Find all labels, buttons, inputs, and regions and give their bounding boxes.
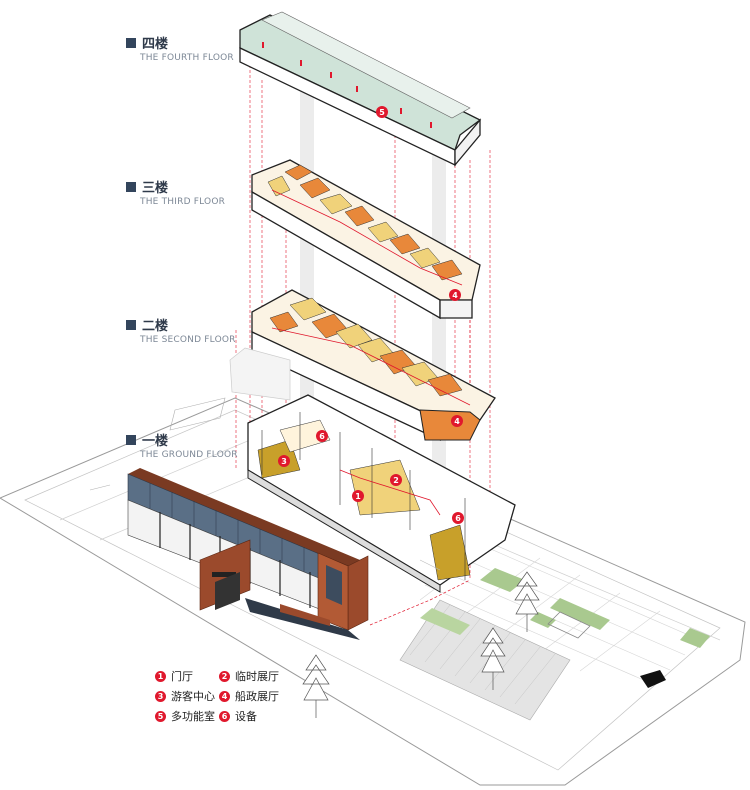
gravel-hatch [409,604,556,705]
grass-patch [420,608,470,635]
floor-label-en: THE FOURTH FLOOR [140,53,234,63]
marker-4-third [449,289,461,301]
marker-3 [278,455,290,467]
second-floor-slab: 4 [251,289,496,442]
side-parking [169,397,226,431]
site-route [369,579,471,626]
fourth-floor-slab: 5 [239,11,482,167]
legend: 1 门厅 2 临时展厅 3 游客中心 4 船政展厅 5 多功能室 6 设备 [155,668,299,724]
floor-label-ground: 一楼 THE GROUND FLOOR [126,430,238,460]
marker-5 [376,106,388,118]
floor-label-fourth: 四楼 THE FOURTH FLOOR [126,33,234,63]
floor-label-cn: 三楼 [142,181,169,196]
upper-brick-band [128,468,360,566]
tower-window [326,565,342,605]
grass-patch [480,568,525,592]
tree [514,571,540,632]
tree [480,627,506,690]
entrance-door [215,572,240,610]
legend-label: 船政展厅 [235,690,279,703]
legend-number: 4 [219,690,230,702]
second-floor-route [271,327,471,406]
grass-patch [680,628,710,648]
base-bench [280,604,330,626]
floor-label-square [126,181,136,192]
ground-floor: 6 3 1 2 6 [247,394,516,593]
marker-4-second-text: 4 [454,417,460,426]
legend-label: 设备 [235,710,257,723]
floor-label-cn: 四楼 [142,37,169,52]
legend-number: 3 [155,690,166,702]
legend-item: 5 多功能室 [155,708,219,724]
legend-label: 临时展厅 [235,670,279,683]
legend-number: 2 [219,670,230,682]
legend-item: 3 游客中心 [155,688,219,704]
marker-6-a [316,430,328,442]
legend-item: 2 临时展厅 [219,668,299,684]
paving-grid [419,539,701,686]
second-floor-rooms [269,297,463,397]
legend-item: 6 设备 [219,708,299,724]
tree [302,654,330,718]
marker-3-text: 3 [281,457,287,466]
legend-number: 1 [155,670,166,682]
roof-top [239,14,482,151]
gravel-plaza [399,599,571,721]
plaza-square [547,611,591,639]
legend-number: 5 [155,710,166,722]
entrance-sign [212,572,236,577]
legend-label: 游客中心 [171,690,215,703]
marker-2 [390,474,402,486]
brick-tower-front [347,555,369,631]
floor-label-cn: 一楼 [142,434,169,449]
third-floor-end [439,299,473,319]
marker-5-text: 5 [379,108,385,117]
legend-label: 多功能室 [171,710,215,723]
site-inner-outline [24,409,721,771]
entrance-block [640,670,666,688]
grass-patch [550,598,610,630]
ground-floor-face [247,469,441,593]
third-floor-rooms [267,164,463,281]
third-floor-route [271,189,463,286]
floor-label-square [126,37,136,48]
marker-1-text: 1 [355,492,361,501]
third-floor-slab: 4 [251,159,481,320]
floor-label-en: THE SECOND FLOOR [140,335,236,345]
grass-patch [530,612,556,628]
ground-floor-route [339,469,441,516]
floor-label-square [126,434,136,445]
floor-label-second: 二楼 THE SECOND FLOOR [126,315,236,345]
marker-6-b-text: 6 [455,514,461,523]
floor-label-en: THE THIRD FLOOR [140,197,226,207]
legend-item: 4 船政展厅 [219,688,299,704]
roof-ridge [261,11,471,119]
legend-label: 门厅 [171,670,193,683]
legend-item: 1 门厅 [155,668,219,684]
roof-vent-marks [262,42,432,128]
roof-end [454,118,481,167]
floor-label-cn: 二楼 [142,319,169,334]
marker-2-text: 2 [393,476,399,485]
building-perspective [127,468,369,640]
ghost-mass [229,347,291,401]
marker-6-a-text: 6 [319,432,325,441]
marker-4-second [451,415,463,427]
floor-label-en: THE GROUND FLOOR [140,450,238,460]
second-floor-wing [419,409,481,441]
legend-number: 6 [219,710,230,722]
building-base [245,598,360,640]
marker-4-third-text: 4 [452,291,458,300]
marker-1 [352,490,364,502]
floor-label-third: 三楼 THE THIRD FLOOR [126,177,225,207]
floor-label-square [126,319,136,330]
marker-6-b [452,512,464,524]
ground-floor-walls [261,412,466,580]
